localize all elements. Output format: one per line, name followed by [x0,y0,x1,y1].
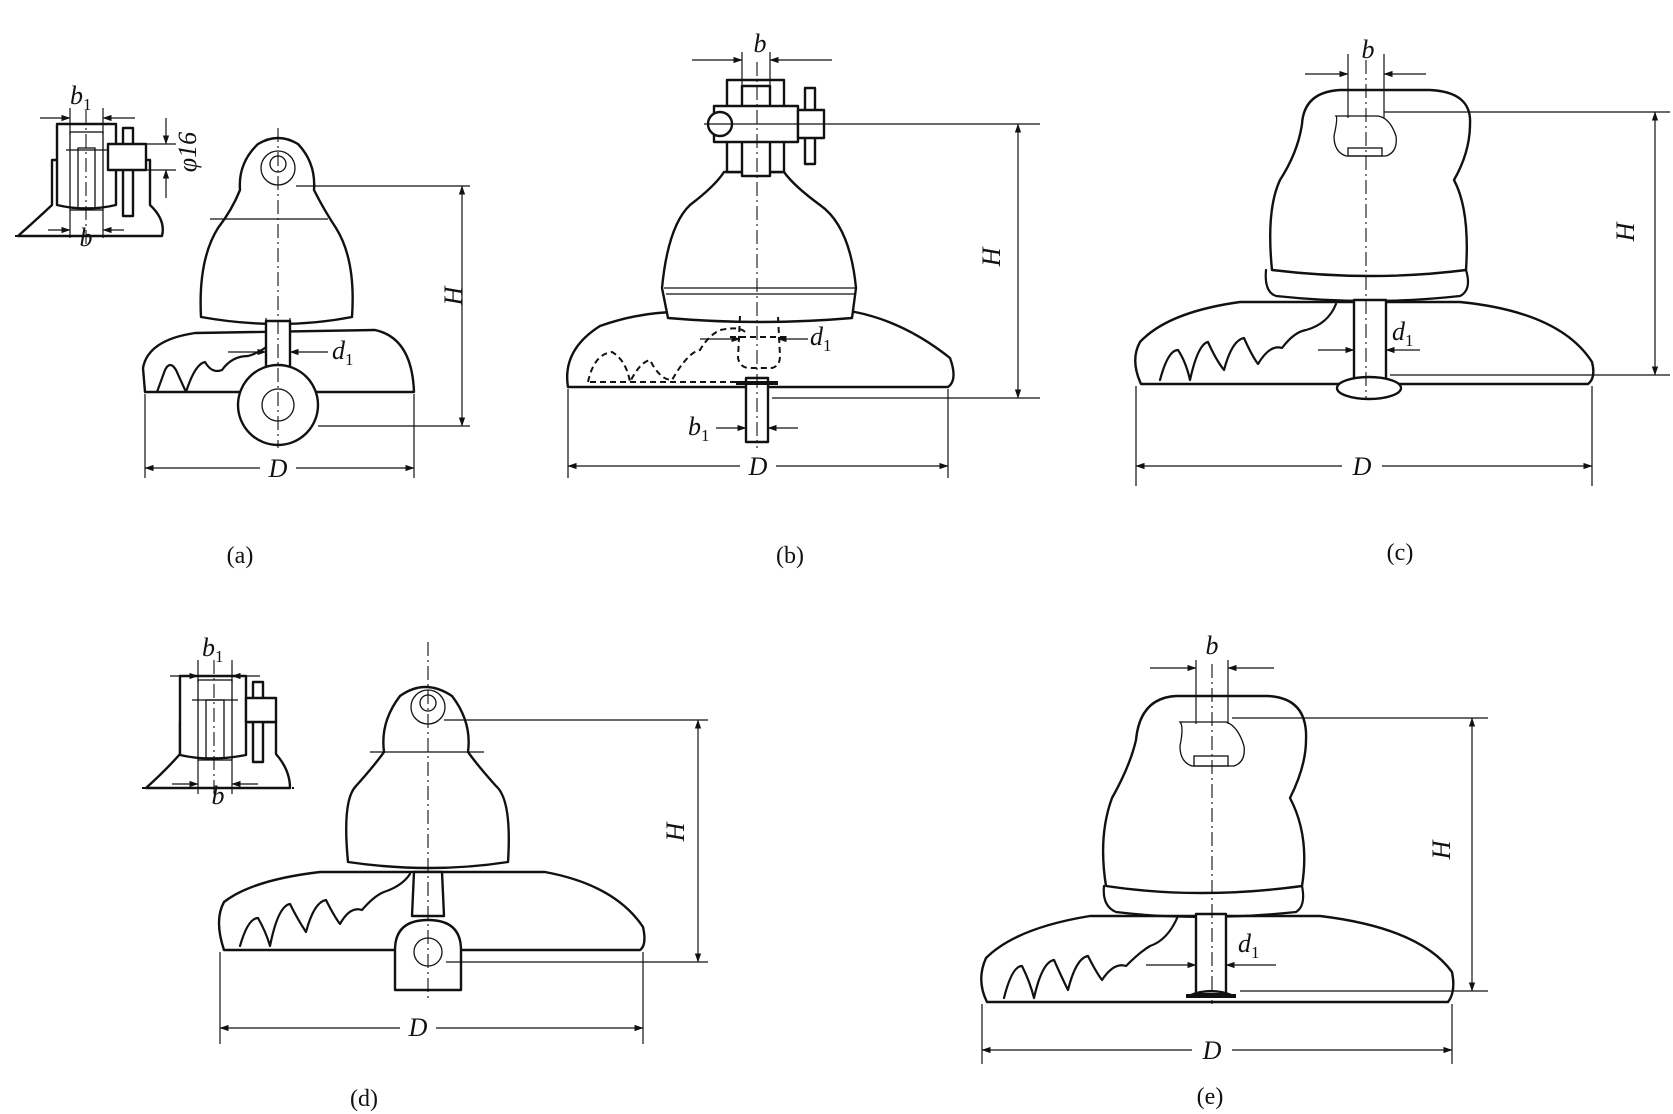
detail-view-d: b1 b [142,633,294,810]
dim-label-b-b: b [754,29,767,58]
caption-a: (a) [227,543,254,569]
pin-c [1352,298,1388,384]
caption-e: (e) [1197,1084,1224,1110]
cap-e [1101,694,1308,895]
dim-label-d-D: D [408,1013,428,1042]
dim-label-d-b1: b1 [202,633,224,666]
skirt-ribs-b [587,327,746,386]
insulator-a: H d1 D b1 [15,81,470,569]
skirt-ribs-c [1158,302,1338,382]
caption-d: (d) [350,1086,378,1112]
skirt-b [566,310,955,389]
pin-e [1194,912,1228,996]
caption-c: (c) [1387,540,1414,566]
dim-label-a-b: b [80,223,93,252]
skirt-ribs-e [1002,914,1180,1000]
insulator-c: b H d1 D (c) [1134,35,1670,566]
dim-label-e-D: D [1202,1036,1222,1065]
dim-label-c-D: D [1352,452,1372,481]
pin-head-c [1335,375,1403,401]
cap-b [660,170,858,324]
dim-label-a-phi16: φ16 [173,132,202,172]
cap-a [199,136,354,326]
detail-view-a: b1 b φ16 [15,81,202,252]
dim-label-b-D: D [748,452,768,481]
skirt-ribs-d [238,872,412,948]
dim-label-b-b1: b1 [688,412,710,445]
dim-label-b-d1: d1 [810,322,832,355]
pin-b [736,315,782,369]
cap-d [345,685,510,870]
insulator-b: b H d1 b1 D (b) [566,29,1040,569]
dim-label-e-d1: d1 [1238,929,1260,962]
dim-label-b-H: H [977,246,1006,267]
dim-label-c-H: H [1611,221,1640,242]
dim-label-a-D: D [268,454,288,483]
insulator-e: b H d1 D (e) [980,631,1488,1110]
dim-label-e-b: b [1206,631,1219,660]
dim-label-c-b: b [1362,35,1375,64]
cap-c [1269,88,1472,278]
skirt-ribs-a [155,340,274,394]
dim-label-d-H: H [661,821,690,842]
dim-label-e-H: H [1427,839,1456,860]
caption-b: (b) [776,543,804,569]
dim-label-a-b1: b1 [70,81,92,114]
insulator-d: H D b1 b [142,633,708,1112]
dim-label-c-d1: d1 [1392,317,1414,350]
dim-label-d-b: b [212,781,225,810]
dim-label-a-d1: d1 [332,336,354,369]
dim-label-a-H: H [439,285,468,306]
